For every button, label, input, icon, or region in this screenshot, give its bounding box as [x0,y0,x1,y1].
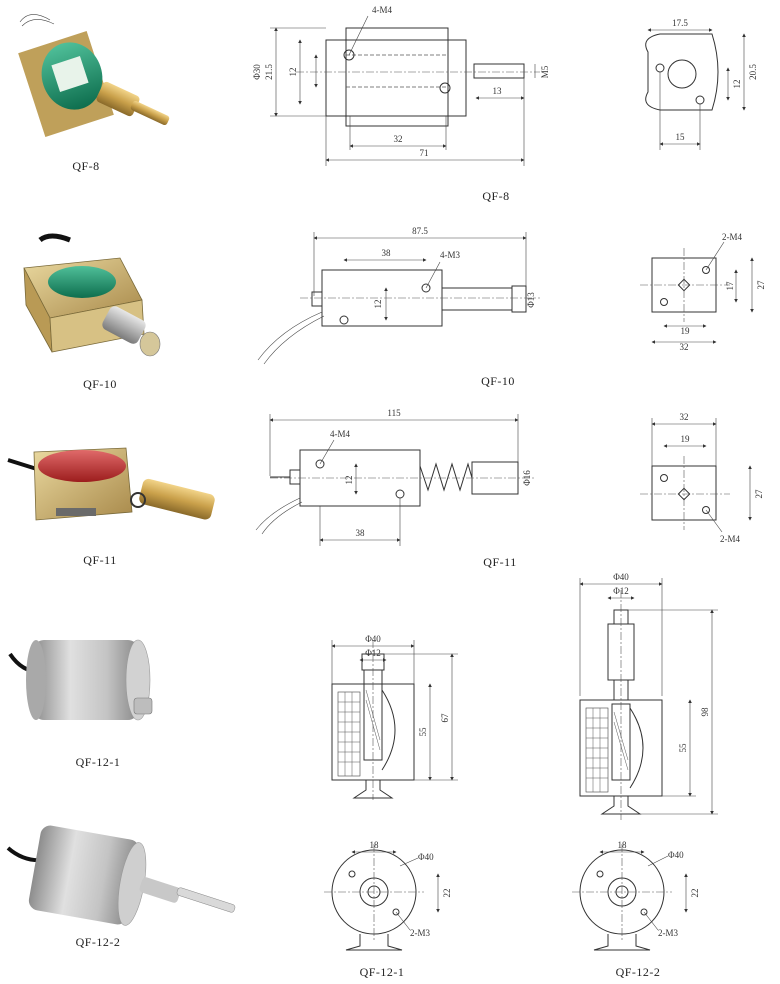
dim-label: 32 [394,134,403,144]
drawing-qf8-end [645,28,746,150]
dim-label: 27 [756,280,766,290]
dim-label: 12 [373,300,383,309]
dim-label: 2-M3 [658,928,678,938]
drawing-qf10-side [257,232,540,365]
drawing-qf122-end [572,844,688,951]
drawing-qf11-side [255,414,534,546]
drawing-qf121-section [331,640,458,800]
dim-label: 67 [440,713,450,723]
dim-label: 2-M4 [722,232,742,242]
dim-label: 38 [382,248,392,258]
dim-label: 55 [418,727,428,737]
dim-label: 22 [690,889,700,898]
dim-label: M5 [540,65,550,78]
drawing-caption: QF-10 [481,374,515,388]
drawing-qf122-section [579,578,718,820]
dim-label: 12 [288,68,298,77]
dim-label: 18 [370,840,380,850]
drawing-qf121-end [324,844,440,951]
photo-caption: QF-12-1 [76,755,121,769]
dim-label: 32 [680,412,689,422]
photo-caption: QF-11 [83,553,116,567]
dim-label: 87.5 [412,226,428,236]
dim-label: 19 [681,434,691,444]
dim-label: Φ12 [365,648,381,658]
drawing-qf10-end [640,241,754,344]
drawing-caption: QF-11 [483,555,516,569]
dim-label: 12 [732,80,742,89]
dim-label: Φ40 [668,850,684,860]
dim-label: Φ12 [613,586,629,596]
dim-label: 22 [442,889,452,898]
drawing-qf11-end [640,418,752,533]
photo-qf11 [7,447,215,521]
photo-qf8 [18,14,170,137]
drawing-qf8-side [270,15,540,166]
drawing-caption: QF-12-2 [616,965,661,979]
drawing-caption: QF-8 [482,189,509,203]
photo-caption: QF-10 [83,377,117,391]
dim-label: 115 [387,408,401,418]
dim-label: 12 [344,476,354,485]
dim-label: 98 [700,707,710,717]
dim-label: 17 [725,281,735,291]
dim-label: Φ40 [365,634,381,644]
coil-hatch [337,691,361,777]
dim-label: 32 [680,342,689,352]
dim-label: Φ40 [613,572,629,582]
dim-label: Φ13 [526,292,536,308]
dim-label: 18 [618,840,628,850]
dim-label: 4-M3 [440,250,460,260]
photo-qf122 [6,825,236,926]
dim-label: 15 [676,132,686,142]
dim-label: 2-M4 [720,534,740,544]
dim-label: 71 [420,148,429,158]
dim-label: 2-M3 [410,928,430,938]
dim-label: 20.5 [748,64,758,80]
photo-caption: QF-12-2 [76,935,121,949]
dim-label: 55 [678,743,688,753]
dim-label: 13 [493,86,503,96]
dim-label: 38 [356,528,366,538]
photo-caption: QF-8 [72,159,99,173]
photo-qf10 [23,233,161,357]
photo-qf121 [8,639,153,721]
dim-label: Φ40 [418,852,434,862]
coil-hatch [585,707,609,793]
dim-label: Φ30 [252,64,262,80]
dim-label: 4-M4 [372,5,392,15]
drawing-caption: QF-12-1 [360,965,405,979]
dim-label: 17.5 [672,18,688,28]
dim-label: 21.5 [264,64,274,80]
dim-label: 27 [754,489,764,499]
dim-label: 4-M4 [330,429,350,439]
dim-label: 19 [681,326,691,336]
dim-label: Φ16 [522,470,532,486]
